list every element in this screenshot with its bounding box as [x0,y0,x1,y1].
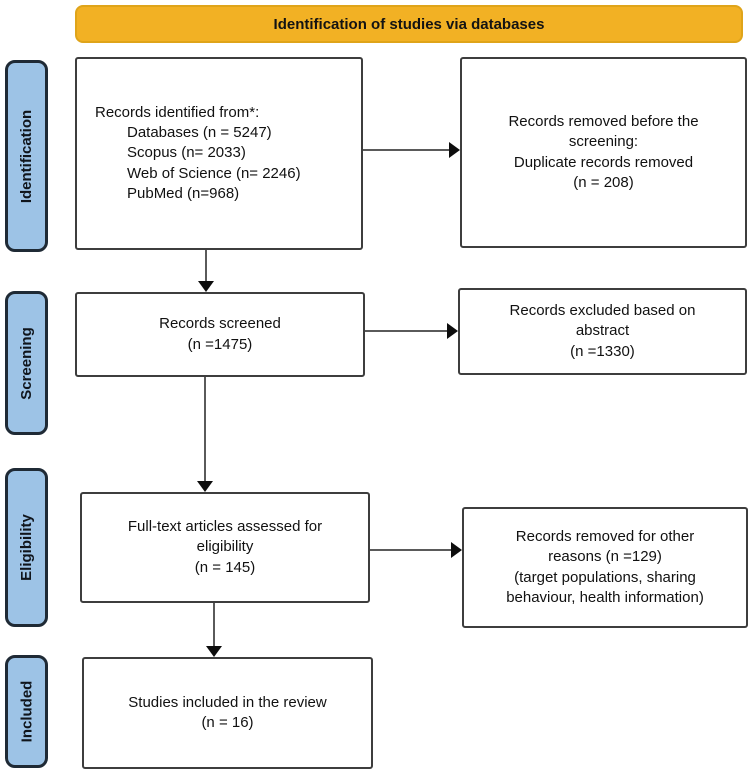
box-line: Records removed before the [508,112,699,130]
stage-included-label: Included [18,680,36,743]
box-line: behaviour, health information) [506,588,704,606]
box-line: Databases (n = 5247) [127,123,272,141]
stage-screening-label: Screening [18,326,35,400]
arrow-fulltext-to-removed-other [370,542,462,558]
arrow-identified-to-removed [363,142,460,158]
box-line: eligibility [196,538,254,556]
box-records-screened: Records screened (n =1475) [75,292,365,377]
box-records-identified: Records identified from*: Databases (n =… [75,57,363,250]
box-records-removed-before-screening: Records removed before the screening: Du… [460,57,747,248]
arrow-screened-to-fulltext [197,377,213,492]
arrow-screened-to-excluded [365,323,458,339]
box-line: reasons (n =129) [548,548,662,566]
box-line: Scopus (n= 2033) [127,144,246,162]
banner-label: Identification of studies via databases [273,15,545,33]
box-line: Studies included in the review [128,693,327,711]
box-line: Web of Science (n= 2246) [127,164,301,182]
box-line: (n =1475) [187,335,253,353]
box-line: (n = 145) [194,558,256,576]
box-studies-included: Studies included in the review (n = 16) [82,657,373,769]
stage-included: Included [5,655,48,768]
arrow-fulltext-to-included [206,603,222,657]
stage-eligibility: Eligibility [5,468,48,627]
stage-screening: Screening [5,291,48,435]
stage-identification: Identification [5,60,48,252]
box-line: Records excluded based on [509,301,696,319]
arrow-identified-to-screened [198,250,214,292]
box-records-excluded: Records excluded based on abstract (n =1… [458,288,747,375]
box-line: abstract [575,322,630,340]
stage-eligibility-label: Eligibility [18,514,35,581]
box-line: PubMed (n=968) [127,185,240,203]
box-line: (target populations, sharing [514,568,696,586]
box-removed-other-reasons: Records removed for other reasons (n =12… [462,507,748,628]
box-line: screening: [568,133,639,151]
box-line: (n =1330) [570,342,635,360]
box-line: Records identified from*: [95,103,260,121]
box-line: Duplicate records removed [513,153,694,171]
banner: Identification of studies via databases [75,5,743,43]
box-line: Records removed for other [515,527,695,545]
box-line: Full-text articles assessed for [127,517,323,535]
box-line: Records screened [159,315,281,333]
box-line: (n = 208) [573,173,634,191]
box-fulltext-assessed: Full-text articles assessed for eligibil… [80,492,370,603]
stage-identification-label: Identification [18,109,35,203]
box-line: (n = 16) [201,714,254,731]
